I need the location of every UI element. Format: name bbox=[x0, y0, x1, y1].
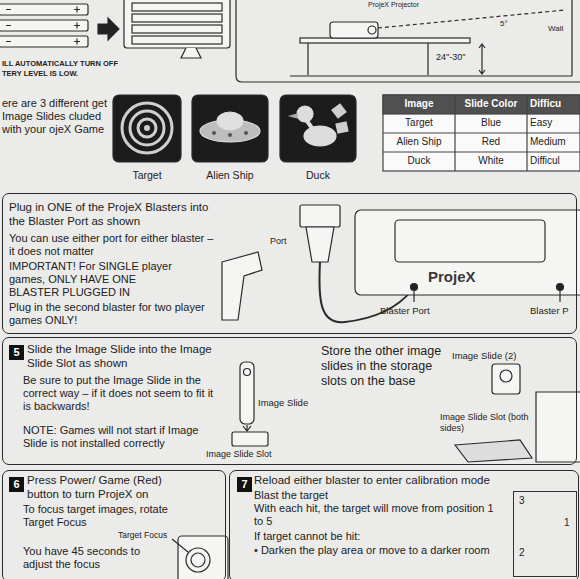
label-text: Wall bbox=[548, 24, 576, 33]
label-text: Image Slide bbox=[258, 397, 318, 408]
table-cell: Red bbox=[455, 136, 527, 148]
node-text: To focus target images, rotate Target Fo… bbox=[23, 503, 173, 529]
table-cell: Difficu bbox=[530, 98, 578, 110]
node-text: • Darken the play area or move to a dark… bbox=[254, 544, 504, 557]
table-cell: Medium bbox=[530, 136, 578, 148]
step-number-text: 7 bbox=[237, 477, 252, 492]
node-text: With each hit, the target will move from… bbox=[254, 502, 504, 528]
label-text: ProjeX Projector bbox=[368, 1, 428, 9]
step-panel: Plug in ONE of the ProjeX Blasters into … bbox=[2, 193, 577, 334]
label-text: ProjeX bbox=[428, 268, 508, 286]
table-cell: Difficul bbox=[530, 155, 578, 167]
node-text: 3 bbox=[519, 495, 531, 507]
table-cell: Blue bbox=[455, 117, 527, 129]
node-text: Press Power/ Game (Red) button to turn P… bbox=[27, 474, 177, 501]
node-text: NOTE: Games will not start if Image Slid… bbox=[23, 424, 203, 450]
label-text: Blaster P bbox=[530, 305, 576, 316]
step-number: 6 bbox=[9, 477, 24, 492]
label-text: ere are 3 different get Image Slides clu… bbox=[2, 97, 110, 136]
image-tile: Target bbox=[113, 95, 181, 162]
node-text: Plug in the second blaster for two playe… bbox=[9, 301, 214, 327]
calibration-box: 3 1 2 bbox=[513, 491, 577, 577]
table-cell: Target bbox=[383, 117, 455, 129]
label-text: 24"-30" bbox=[436, 52, 476, 63]
label-text: 5° bbox=[500, 19, 520, 28]
node-text: Duck bbox=[272, 169, 364, 181]
step-number-text: 5 bbox=[9, 345, 24, 360]
table-cell: Alien Ship bbox=[383, 136, 455, 148]
node-text: Blast the target bbox=[254, 489, 504, 502]
node-text: Store the other image slides in the stor… bbox=[321, 344, 451, 388]
image-tile: Duck bbox=[280, 95, 356, 162]
node-text: Slide the Image Slide into the Image Sli… bbox=[27, 343, 235, 370]
node-text: Be sure to put the Image Slide in the co… bbox=[23, 374, 223, 413]
label-text: Image Slide (2) bbox=[452, 350, 542, 361]
label-text: ILL AUTOMATICALLY TURN OFF bbox=[2, 60, 142, 69]
label-text: Port bbox=[270, 236, 300, 247]
node-text: If target cannot be hit: bbox=[254, 530, 504, 543]
step-number: 5 bbox=[9, 345, 24, 360]
node-text: Alien Ship bbox=[184, 169, 276, 181]
node-text: Target bbox=[101, 169, 193, 181]
node-text: IMPORTANT! For SINGLE player games, ONLY… bbox=[9, 260, 187, 299]
node-text: You have 45 seconds to adjust the focus bbox=[23, 545, 141, 571]
step-number-text: 6 bbox=[9, 477, 24, 492]
label-text: Blaster Port bbox=[380, 305, 440, 316]
table-cell: Easy bbox=[530, 117, 578, 129]
table-cell: Image bbox=[383, 98, 455, 110]
node-text: Reload either blaster to enter calibrati… bbox=[254, 474, 554, 488]
table-cell: Slide Color bbox=[455, 98, 527, 110]
step-panel: Press Power/ Game (Red) button to turn P… bbox=[2, 470, 226, 579]
table-cell: Duck bbox=[383, 155, 455, 167]
table-cell: White bbox=[455, 155, 527, 167]
label-text: TERY LEVEL IS LOW. bbox=[2, 70, 142, 79]
label-text: Target Focus bbox=[118, 530, 174, 540]
node-text: 1 bbox=[564, 517, 576, 529]
image-tile: Alien Ship bbox=[192, 95, 268, 162]
node-text: 2 bbox=[519, 547, 531, 559]
node-text: You can use either port for either blast… bbox=[9, 232, 221, 258]
label-text: Image Slide Slot (both sides) bbox=[440, 412, 532, 433]
label-text: Image Slide Slot bbox=[206, 449, 286, 460]
step-panel: Reload either blaster to enter calibrati… bbox=[229, 470, 579, 579]
node-text: Plug in ONE of the ProjeX Blasters into … bbox=[9, 201, 221, 228]
step-number: 7 bbox=[237, 477, 252, 492]
